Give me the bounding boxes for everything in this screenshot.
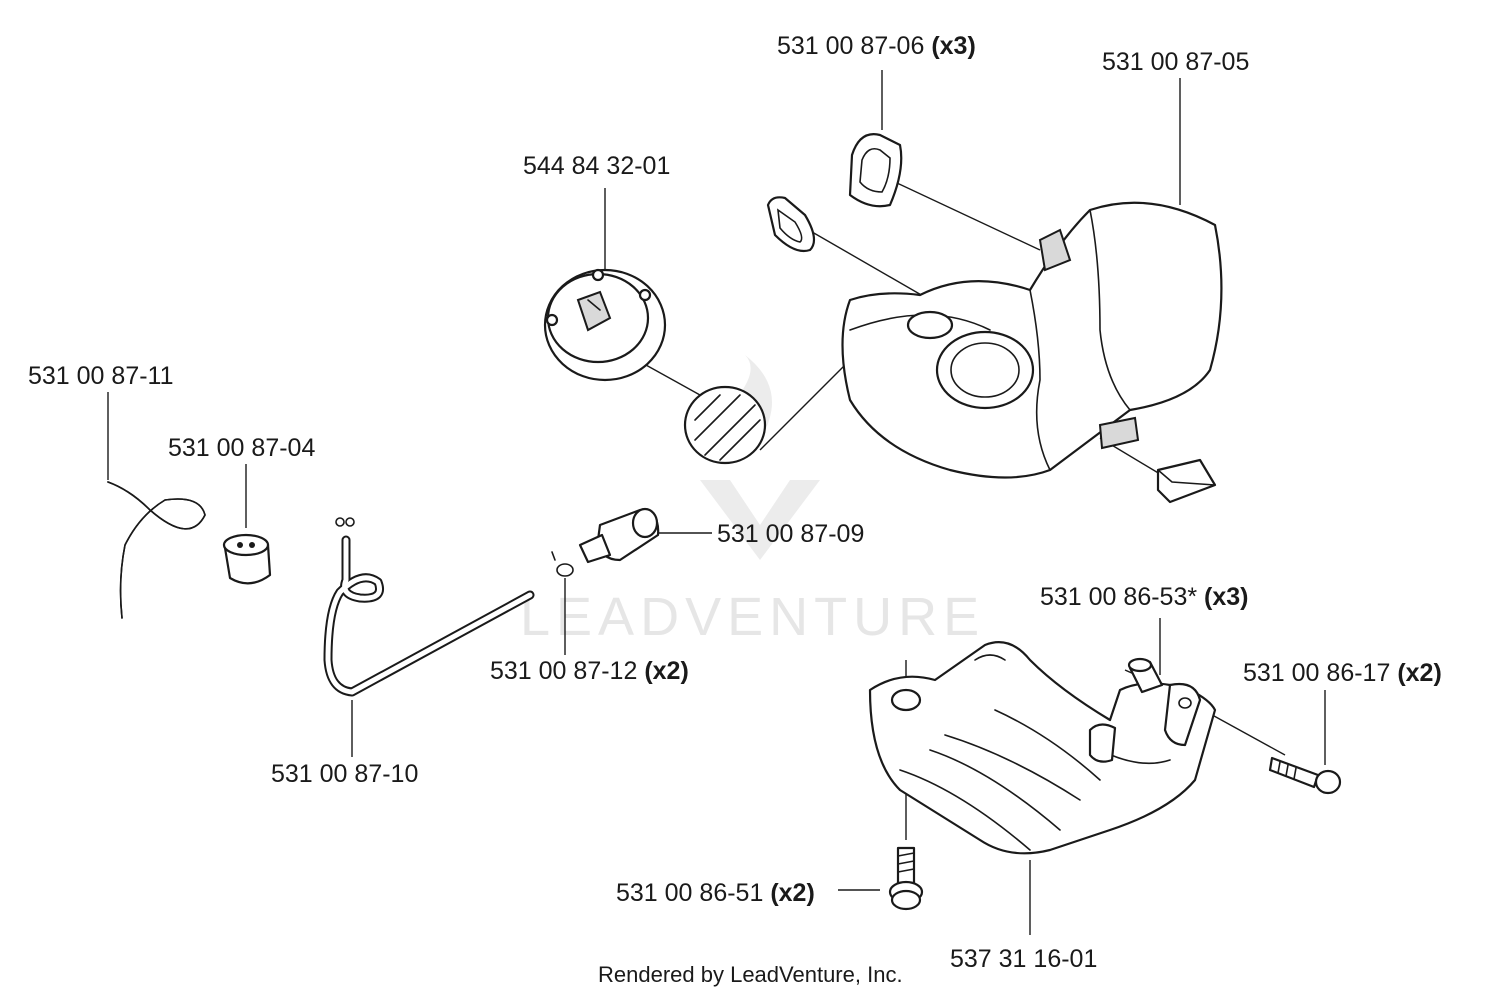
tank-guard — [868, 641, 1217, 855]
callout-531-00-87-09: 531 00 87-09 — [717, 520, 864, 548]
fuel-filter — [578, 507, 660, 564]
callout-labels: 531 00 87-06 (x3) 531 00 87-05 544 84 32… — [28, 32, 1442, 973]
cap-gasket — [683, 385, 767, 465]
screw-short — [888, 846, 924, 911]
watermark: LEADVENTURE — [520, 355, 985, 647]
render-credit: Rendered by LeadVenture, Inc. — [598, 962, 903, 987]
fuel-cap — [543, 268, 667, 382]
callout-531-00-87-12: 531 00 87-12 (x2) — [490, 657, 689, 685]
callout-531-00-86-17: 531 00 86-17 (x2) — [1243, 659, 1442, 687]
screw-long — [1268, 756, 1342, 795]
callout-544-84-32-01: 544 84 32-01 — [523, 152, 670, 180]
callout-531-00-87-11: 531 00 87-11 — [28, 362, 174, 390]
watermark-text: LEADVENTURE — [520, 587, 985, 647]
callout-531-00-87-10: 531 00 87-10 — [271, 760, 418, 788]
callout-531-00-86-53: 531 00 86-53* (x3) — [1040, 583, 1249, 611]
callout-531-00-87-05: 531 00 87-05 — [1102, 48, 1249, 76]
callout-537-31-16-01: 537 31 16-01 — [950, 945, 1097, 973]
fuel-hose-left — [107, 481, 206, 619]
vent-plug — [1156, 458, 1217, 504]
spacer-sleeve — [1127, 657, 1164, 694]
grommet-small — [766, 196, 816, 253]
fuel-tank — [841, 201, 1223, 479]
grommet-plug — [222, 533, 272, 585]
fuel-line — [323, 517, 535, 697]
callout-531-00-87-06: 531 00 87-06 (x3) — [777, 32, 976, 60]
grommet-large — [848, 133, 903, 208]
callout-531-00-87-04: 531 00 87-04 — [168, 434, 315, 462]
hose-clip — [551, 551, 574, 577]
callout-531-00-86-51: 531 00 86-51 (x2) — [616, 879, 815, 907]
